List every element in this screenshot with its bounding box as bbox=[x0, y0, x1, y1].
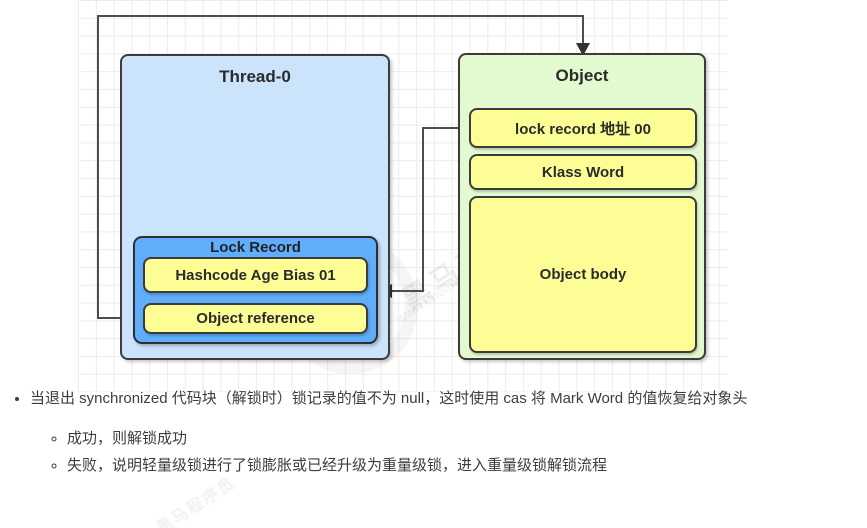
notes-list: 当退出 synchronized 代码块（解锁时）锁记录的值不为 null，这时… bbox=[0, 386, 852, 479]
lock-record-address-row: lock record 地址 00 bbox=[469, 108, 697, 148]
object-body-row: Object body bbox=[469, 196, 697, 353]
notes-sublist: 成功，则解锁成功 失败，说明轻量级锁进行了锁膨胀或已经升级为重量级锁，进入重量级… bbox=[30, 425, 852, 479]
hashcode-age-bias-row: Hashcode Age Bias 01 bbox=[143, 257, 368, 293]
notes-section: 当退出 synchronized 代码块（解锁时）锁记录的值不为 null，这时… bbox=[0, 386, 852, 479]
object-reference-row: Object reference bbox=[143, 303, 368, 334]
object-box: Object lock record 地址 00 Klass Word Obje… bbox=[458, 53, 706, 360]
object-title: Object bbox=[555, 66, 609, 85]
note-bullet-unlock: 当退出 synchronized 代码块（解锁时）锁记录的值不为 null，这时… bbox=[30, 386, 852, 479]
lock-record-title: Lock Record bbox=[210, 239, 301, 256]
note-sub-bullet-failure: 失败，说明轻量级锁进行了锁膨胀或已经升级为重量级锁，进入重量级锁解锁流程 bbox=[67, 452, 852, 479]
note-sub-bullet-success: 成功，则解锁成功 bbox=[67, 425, 852, 452]
thread-0-box: Thread-0 Lock Record Hashcode Age Bias 0… bbox=[120, 54, 390, 360]
thread-0-title: Thread-0 bbox=[219, 67, 291, 86]
klass-word-row: Klass Word bbox=[469, 154, 697, 190]
note-bullet-unlock-text: 当退出 synchronized 代码块（解锁时）锁记录的值不为 null，这时… bbox=[30, 390, 748, 407]
lock-record-box: Lock Record Hashcode Age Bias 01 Object … bbox=[133, 236, 378, 344]
